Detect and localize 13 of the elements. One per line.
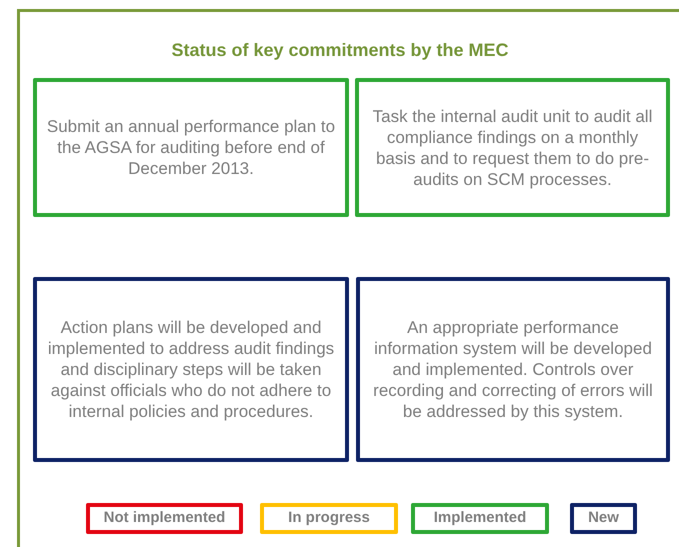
legend-item: In progress (260, 503, 398, 534)
commitment-text: An appropriate performance information system will be developed and implemented. Controls over recording and correcting of errors will be addressed by this system. (372, 317, 654, 422)
legend-item: New (570, 503, 637, 534)
legend-item: Not implemented (86, 503, 243, 534)
legend-item: Implemented (411, 503, 549, 534)
commitment-text: Task the internal audit unit to audit all compliance findings on a monthly basis and to request them to do pre-audits on SCM processes. (372, 106, 654, 190)
commitment-box (355, 78, 670, 217)
title: Status of key commitments by the MEC (170, 39, 510, 62)
commitment-text: Submit an annual performance plan to the AGSA for auditing before end of December 2013. (46, 116, 336, 179)
commitment-box (356, 277, 670, 462)
commitment-box (33, 277, 349, 462)
commitment-text: Action plans will be developed and implemented to address audit findings and disciplinary steps will be taken against officials who do not adhere to internal policies and procedures. (46, 317, 336, 422)
commitment-box (33, 78, 349, 217)
